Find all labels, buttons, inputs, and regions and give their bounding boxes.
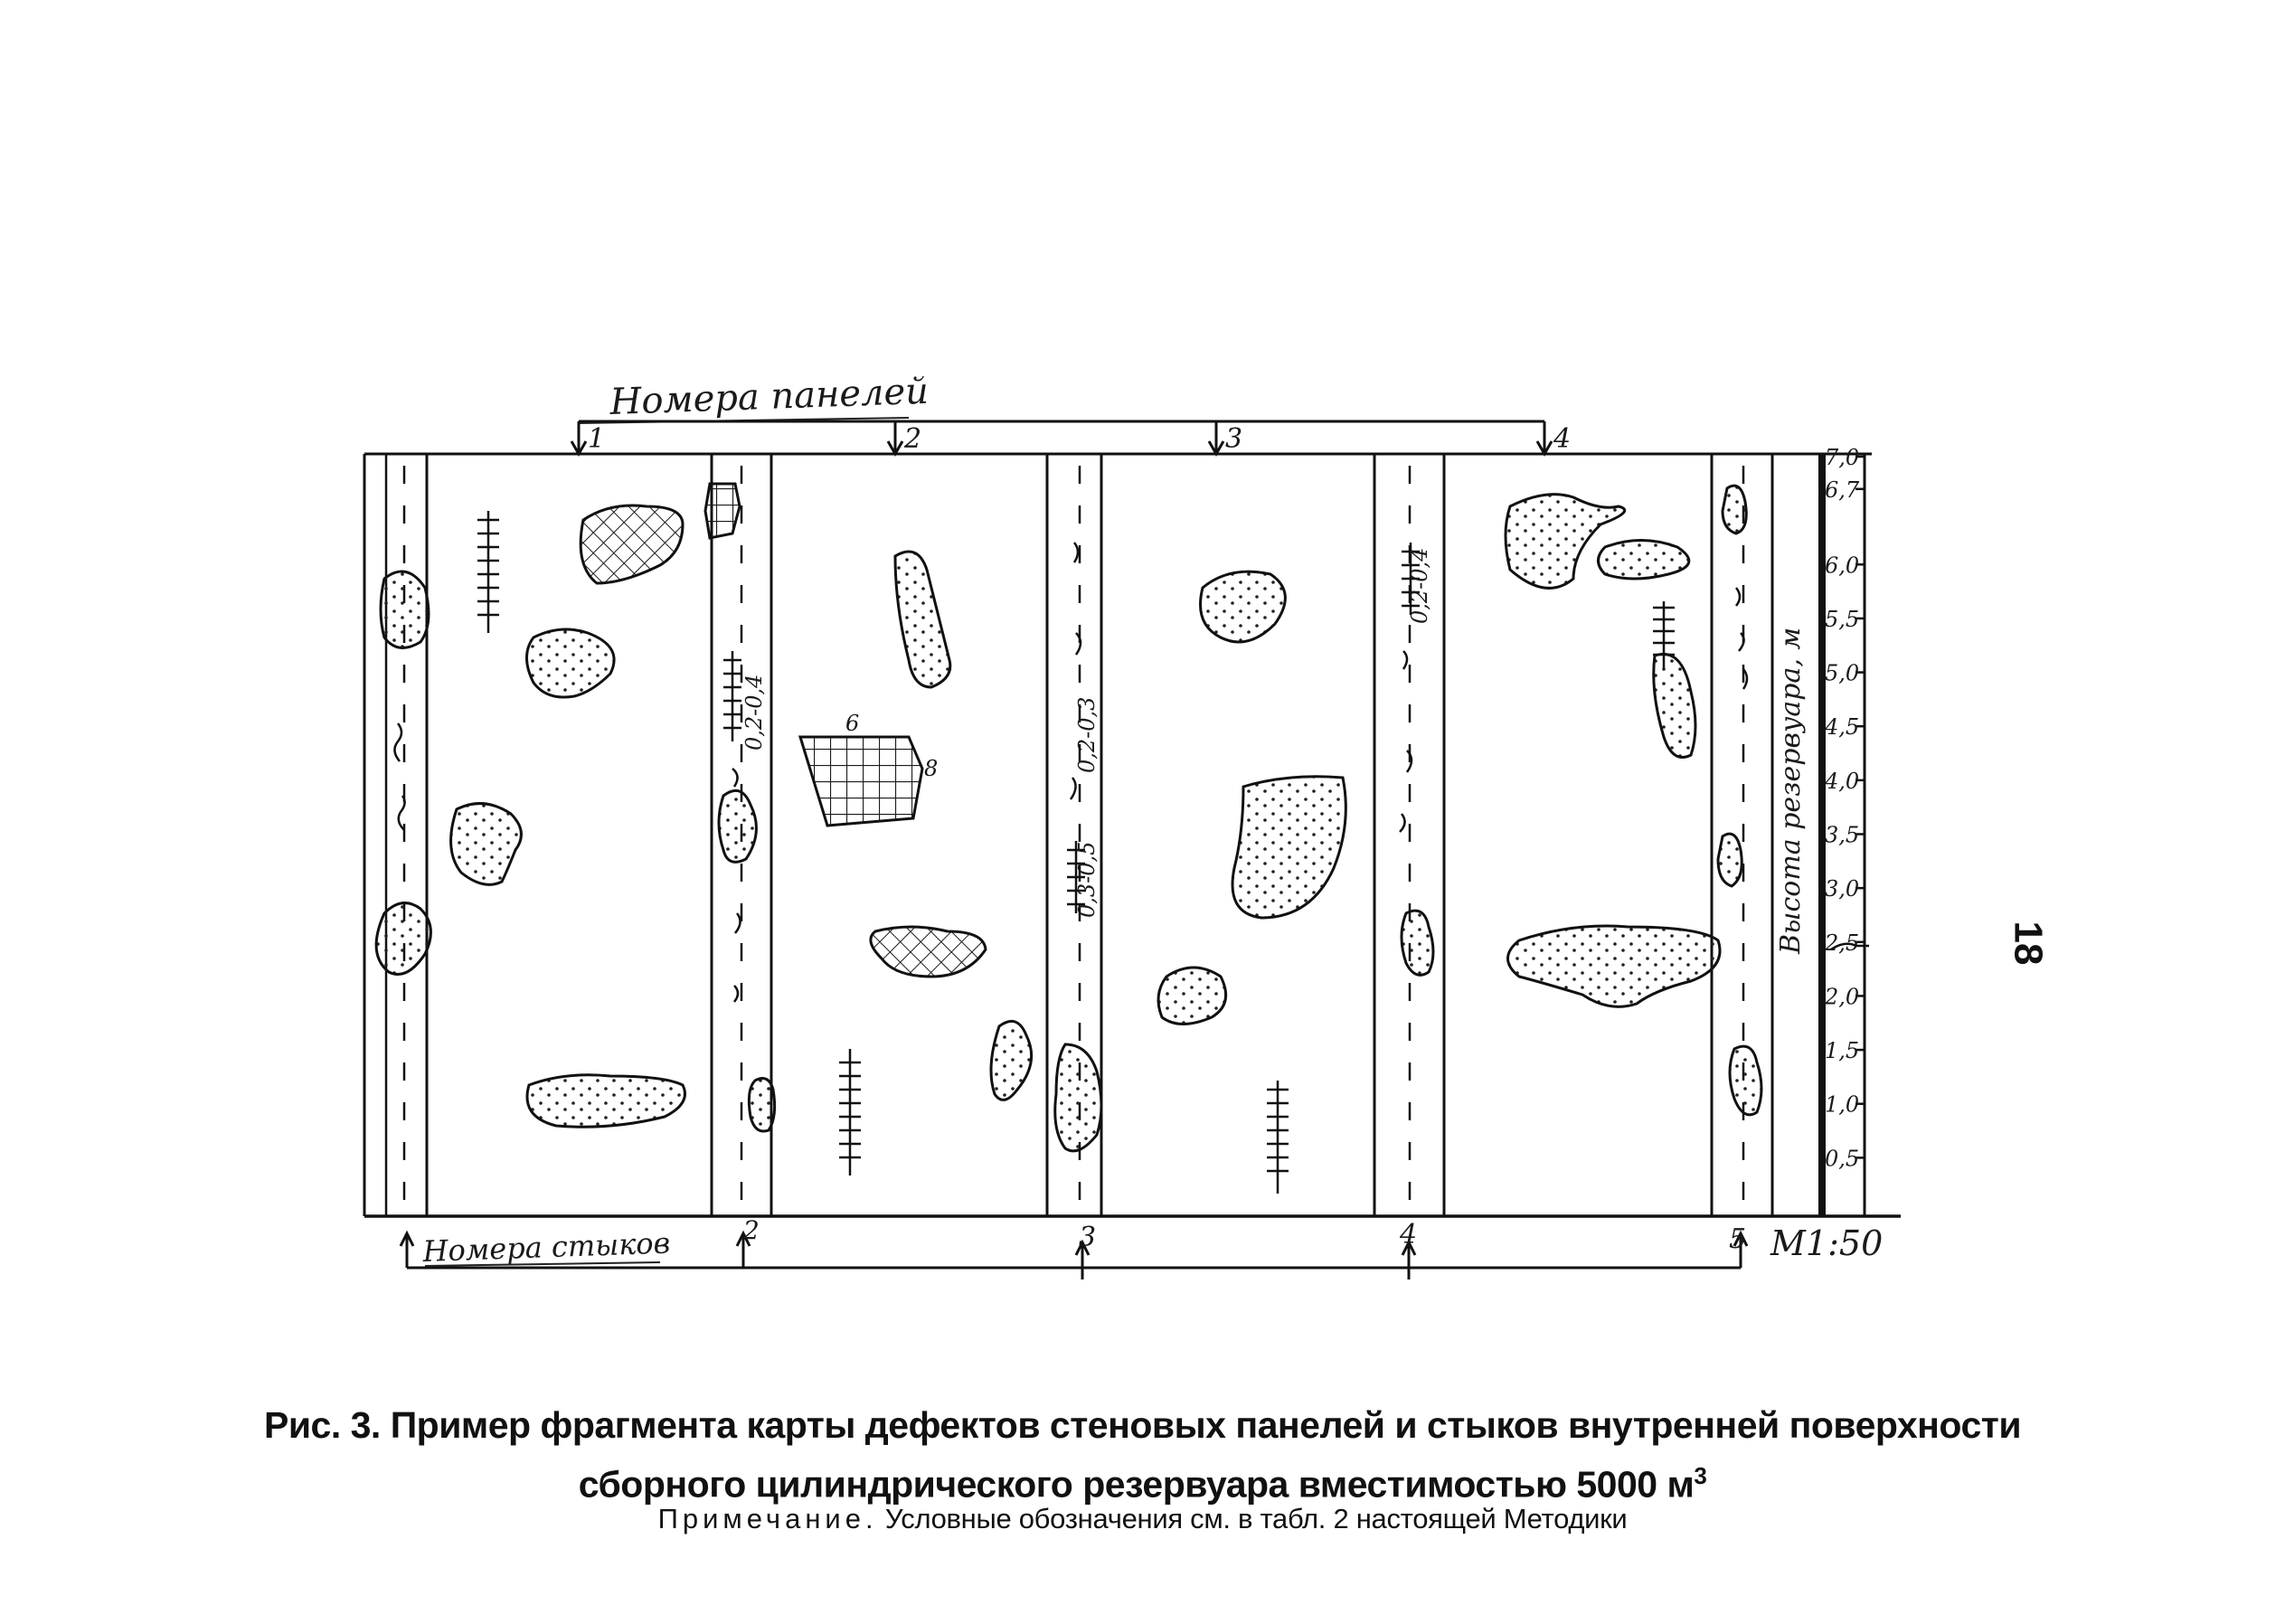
note-label: Примечание. [657, 1503, 878, 1534]
joint-annotations: 0,2-0,4 0,2-0,3 0,3-0,5 0,2-0,4 [741, 548, 1432, 918]
panel-number-4: 4 [1553, 423, 1571, 455]
joint-number-5: 5 [1729, 1223, 1746, 1255]
height-tick-label: 6,7 [1825, 477, 1860, 503]
joint-number-3: 3 [1079, 1222, 1096, 1253]
joint-arrow-1: Номера стыков [399, 1225, 671, 1269]
mesh-label-8: 8 [924, 756, 938, 781]
mesh-defect-areas: 6 8 [579, 482, 987, 978]
joint-strip-1 [384, 454, 429, 1216]
figure-caption-note: Примечание. Условные обозначения см. в т… [0, 1503, 2285, 1535]
panel-arrow-1: 1 [570, 421, 605, 458]
height-tick-label: 4,5 [1824, 714, 1859, 740]
panel-numbers-label: Номера панелей [609, 371, 930, 423]
height-tick-label: 1,5 [1825, 1038, 1859, 1063]
joint-number-2: 2 [742, 1215, 760, 1245]
height-scale: 7,0 6,7 6,0 5,5 5,0 4,5 4,0 3,5 3,0 2,5 2,0 1,5 1,0 0… [1775, 445, 1869, 1171]
height-tick-marks: 7,0 6,7 6,0 5,5 5,0 4,5 4,0 3,5 3,0 2,5 2,0 1,5 1,0 0… [1824, 445, 1865, 1171]
caption-line-2-text: сборного цилиндрического резервуара вмес… [578, 1463, 1695, 1506]
joint-arrow-2: 2 [735, 1215, 760, 1268]
panel-number-3: 3 [1225, 423, 1242, 455]
joint-annotation-2: 0,2-0,4 [741, 675, 767, 751]
caption-line-1: Рис. 3. Пример фрагмента карты дефектов … [263, 1404, 2022, 1446]
panel-number-1: 1 [588, 423, 605, 455]
panel-number-2: 2 [903, 423, 921, 455]
caption-line-2: сборного цилиндрического резервуара вмес… [0, 1450, 2285, 1510]
joint-numbers-footer: Номера стыков 2 3 4 5 М1:50 [399, 1215, 1883, 1279]
joint-crack-marks [393, 542, 1749, 1003]
joint-annotation-4: 0,2-0,4 [1407, 548, 1432, 624]
hatched-crack-lines [477, 511, 1675, 1194]
joint-arrow-3: 3 [1074, 1222, 1096, 1279]
height-tick-label: 4,0 [1824, 769, 1859, 794]
height-tick-label: 1,0 [1825, 1092, 1859, 1118]
scale-label: М1:50 [1770, 1223, 1883, 1263]
height-tick-label: 0,5 [1825, 1146, 1859, 1171]
panel-arrow-4: 4 [1535, 421, 1571, 458]
joint-annotation-3a: 0,2-0,3 [1074, 697, 1100, 773]
joint-arrow-4: 4 [1399, 1219, 1417, 1279]
caption-superscript: 3 [1694, 1462, 1707, 1489]
height-axis-label: Высота резервуара, м [1775, 628, 1807, 955]
joint-arrow-5: 5 [1729, 1223, 1749, 1268]
joint-strip-5 [1710, 454, 1774, 1216]
height-tick-label: 5,5 [1825, 607, 1859, 632]
panel-arrow-2: 2 [886, 421, 921, 458]
joint-number-4: 4 [1399, 1219, 1417, 1251]
height-tick-label: 2,0 [1824, 984, 1859, 1009]
note-text: Условные обозначения см. в табл. 2 насто… [877, 1503, 1628, 1534]
panel-arrow-3: 3 [1207, 421, 1242, 458]
height-tick-label: 3,5 [1825, 823, 1859, 848]
height-tick-label: 2,5 [1824, 930, 1859, 956]
height-tick-label: 6,0 [1825, 552, 1859, 578]
figure-caption-title: Рис. 3. Пример фрагмента карты дефектов … [0, 1400, 2285, 1510]
dotted-defect-areas [374, 484, 1763, 1153]
height-tick-label: 3,0 [1825, 876, 1859, 902]
mesh-label-6: 6 [845, 711, 859, 736]
map-frame [363, 452, 1901, 1218]
height-tick-label: 5,0 [1825, 661, 1859, 686]
height-tick-label: 7,0 [1825, 445, 1859, 470]
page-number: 18 [2006, 921, 2051, 966]
joint-annotation-3b: 0,3-0,5 [1074, 842, 1100, 918]
panel-numbers-header: Номера панелей 1 2 3 4 [570, 371, 1571, 458]
